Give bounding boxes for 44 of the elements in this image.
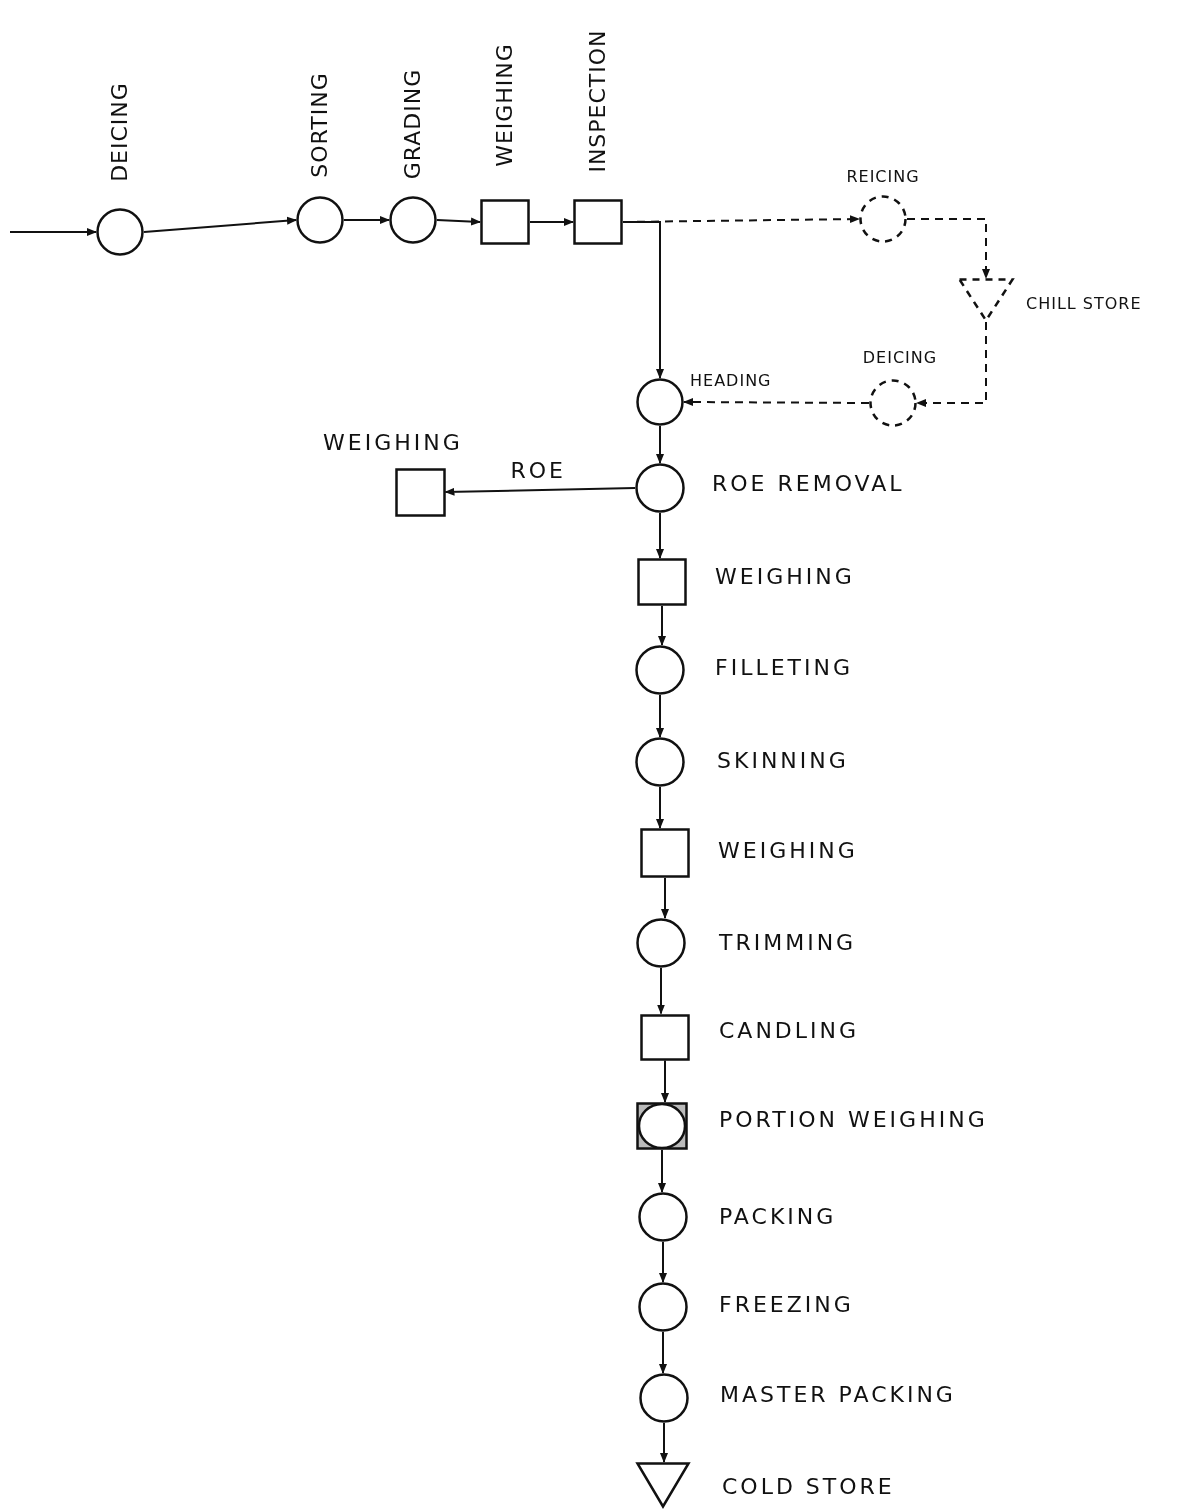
step-label: PORTION WEIGHING: [719, 1109, 988, 1131]
flow-arrow: [343, 216, 390, 224]
dashed-flow-arrow: [622, 215, 860, 224]
dashed-flow-arrow: [906, 218, 990, 279]
step-label: WEIGHING: [494, 43, 516, 167]
flow-arrow: [659, 1241, 667, 1283]
step-label: PACKING: [719, 1206, 837, 1228]
step-label: HEADING: [690, 373, 772, 389]
flow-arrow: [658, 1149, 666, 1193]
step-label: FILLETING: [715, 657, 853, 679]
flow-arrow: [660, 1422, 668, 1463]
step-label: COLD STORE: [722, 1476, 895, 1498]
flow-arrow: [656, 694, 664, 738]
step-label: SORTING: [309, 72, 331, 178]
step-label: ROE REMOVAL: [712, 473, 905, 495]
step-label: MASTER PACKING: [720, 1384, 956, 1406]
step-label: TRIMMING: [719, 932, 857, 954]
step-label: WEIGHING: [323, 432, 463, 454]
flow-arrow: [529, 218, 574, 226]
flow-arrow: [658, 605, 666, 646]
flow-arrow: [656, 512, 664, 559]
dashed-flow-arrow: [683, 398, 870, 407]
step-label: FREEZING: [719, 1294, 854, 1316]
flow-arrow: [143, 216, 297, 233]
step-label: CHILL STORE: [1026, 296, 1142, 312]
step-label: GRADING: [402, 68, 424, 180]
flow-arrow: [661, 877, 669, 919]
flow-arrow: [657, 967, 665, 1015]
flow-arrow: [9, 228, 97, 236]
step-label: DEICING: [862, 350, 938, 366]
dashed-flow-arrow: [916, 321, 987, 407]
flow-arrow: [436, 217, 481, 226]
step-label: REICING: [846, 169, 920, 185]
step-label: CANDLING: [719, 1020, 860, 1042]
flow-arrow: [661, 1059, 669, 1103]
step-label: WEIGHING: [718, 840, 858, 862]
step-label: SKINNING: [717, 750, 849, 772]
flow-arrow: [444, 487, 636, 496]
flow-arrow: [656, 786, 664, 829]
step-label: DEICING: [109, 82, 131, 182]
step-label: INSPECTION: [587, 29, 609, 173]
step-label: WEIGHING: [715, 566, 855, 588]
flow-arrow: [656, 425, 664, 464]
flow-arrow: [659, 1331, 667, 1374]
